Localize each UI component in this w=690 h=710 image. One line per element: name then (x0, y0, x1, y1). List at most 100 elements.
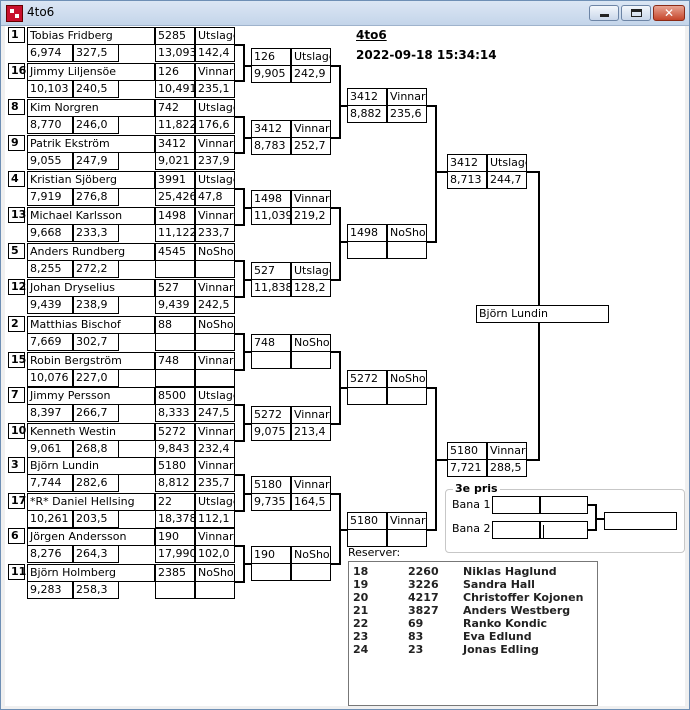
round3-value-b[interactable]: 128,2 (291, 279, 331, 297)
player-value-b[interactable]: 240,5 (73, 80, 119, 98)
player-value-b[interactable]: 276,8 (73, 188, 119, 206)
round3-id[interactable]: 1498 (251, 190, 291, 208)
entry-value-b[interactable] (195, 260, 235, 278)
round3-value-a[interactable] (251, 563, 291, 581)
player-value-a[interactable]: 10,103 (27, 80, 73, 98)
round3-value-b[interactable]: 252,7 (291, 137, 331, 155)
player-value-b[interactable]: 266,7 (73, 404, 119, 422)
round3-id[interactable]: 5180 (251, 476, 291, 494)
player-value-b[interactable]: 238,9 (73, 296, 119, 314)
round4-status[interactable]: NoShow (387, 224, 427, 242)
entry-status[interactable]: NoShow (195, 243, 235, 261)
player-value-b[interactable]: 246,0 (73, 116, 119, 134)
round3-id[interactable]: 3412 (251, 120, 291, 138)
entry-value-a[interactable]: 9,439 (155, 296, 195, 314)
close-button[interactable]: ✕ (653, 5, 685, 21)
round3-status[interactable]: Vinnare (291, 406, 331, 424)
round3-value-b[interactable] (291, 351, 331, 369)
round4-value-b[interactable] (387, 241, 427, 259)
player-value-a[interactable]: 9,283 (27, 581, 73, 599)
round5-status[interactable]: Utslagen (487, 154, 527, 172)
entry-status[interactable]: Vinnare (195, 135, 235, 153)
player-value-a[interactable]: 9,439 (27, 296, 73, 314)
player-name[interactable]: Kristian Sjöberg (27, 171, 155, 189)
round4-value-b[interactable]: 235,6 (387, 105, 427, 123)
entry-value-a[interactable]: 11,822 (155, 116, 195, 134)
player-value-b[interactable]: 327,5 (73, 44, 119, 62)
minimize-button[interactable] (589, 5, 619, 21)
entry-value-a[interactable] (155, 581, 195, 599)
entry-value-b[interactable]: 142,4 (195, 44, 235, 62)
player-value-b[interactable]: 203,5 (73, 510, 119, 528)
entry-value-b[interactable]: 242,5 (195, 296, 235, 314)
player-name[interactable]: Jimmy Persson (27, 387, 155, 405)
round4-id[interactable]: 5180 (347, 512, 387, 530)
player-value-a[interactable]: 7,669 (27, 333, 73, 351)
round3-value-b[interactable]: 242,9 (291, 65, 331, 83)
player-value-a[interactable]: 8,770 (27, 116, 73, 134)
third-place-result[interactable] (604, 512, 677, 530)
round4-status[interactable]: Vinnare (387, 512, 427, 530)
final-winner[interactable]: Björn Lundin (476, 305, 609, 323)
player-value-b[interactable]: 233,3 (73, 224, 119, 242)
round3-value-b[interactable]: 164,5 (291, 493, 331, 511)
entry-id[interactable]: 22 (155, 493, 195, 511)
entry-value-a[interactable] (155, 333, 195, 351)
entry-value-a[interactable]: 17,990 (155, 545, 195, 563)
player-value-a[interactable]: 9,061 (27, 440, 73, 458)
entry-id[interactable]: 5285 (155, 27, 195, 45)
round5-status[interactable]: Vinnare (487, 442, 527, 460)
round4-value-b[interactable] (387, 387, 427, 405)
entry-value-b[interactable]: 112,1 (195, 510, 235, 528)
entry-id[interactable]: 5272 (155, 423, 195, 441)
round4-status[interactable]: Vinnare (387, 88, 427, 106)
entry-value-b[interactable]: 176,6 (195, 116, 235, 134)
entry-value-a[interactable] (155, 260, 195, 278)
entry-id[interactable]: 88 (155, 316, 195, 334)
title-bar[interactable]: 4to6 ✕ (1, 1, 689, 26)
entry-id[interactable]: 2385 (155, 564, 195, 582)
round3-id[interactable]: 748 (251, 334, 291, 352)
round3-value-a[interactable]: 8,783 (251, 137, 291, 155)
player-name[interactable]: Patrik Ekström (27, 135, 155, 153)
entry-value-a[interactable]: 10,491 (155, 80, 195, 98)
entry-value-a[interactable]: 9,021 (155, 152, 195, 170)
entry-status[interactable]: Utslagen (195, 493, 235, 511)
entry-status[interactable]: NoShow (195, 564, 235, 582)
player-name[interactable]: Jimmy Liljensöe (27, 63, 155, 81)
entry-id[interactable]: 8500 (155, 387, 195, 405)
round3-status[interactable]: NoShow (291, 334, 331, 352)
player-name[interactable]: Robin Bergström (27, 352, 155, 370)
round3-value-a[interactable]: 11,838 (251, 279, 291, 297)
player-name[interactable]: Michael Karlsson (27, 207, 155, 225)
entry-id[interactable]: 3991 (155, 171, 195, 189)
player-name[interactable]: Matthias Bischof (27, 316, 155, 334)
entry-status[interactable]: Vinnare (195, 63, 235, 81)
round3-id[interactable]: 126 (251, 48, 291, 66)
player-name[interactable]: Anders Rundberg (27, 243, 155, 261)
round3-value-a[interactable] (251, 351, 291, 369)
entry-id[interactable]: 742 (155, 99, 195, 117)
entry-status[interactable]: Vinnare (195, 279, 235, 297)
round5-value-b[interactable]: 288,5 (487, 459, 527, 477)
player-name[interactable]: Johan Dryselius (27, 279, 155, 297)
entry-id[interactable]: 3412 (155, 135, 195, 153)
player-value-b[interactable]: 302,7 (73, 333, 119, 351)
round4-value-a[interactable] (347, 387, 387, 405)
round4-value-a[interactable] (347, 241, 387, 259)
entry-value-b[interactable] (195, 333, 235, 351)
lane1-field-a[interactable] (492, 496, 540, 514)
entry-value-b[interactable]: 232,4 (195, 440, 235, 458)
entry-value-b[interactable] (195, 581, 235, 599)
round3-status[interactable]: NoShow (291, 546, 331, 564)
entry-value-b[interactable] (195, 369, 235, 387)
entry-status[interactable]: Vinnare (195, 352, 235, 370)
entry-id[interactable]: 748 (155, 352, 195, 370)
player-value-b[interactable]: 247,9 (73, 152, 119, 170)
player-value-b[interactable]: 268,8 (73, 440, 119, 458)
round3-status[interactable]: Vinnare (291, 476, 331, 494)
entry-value-a[interactable] (155, 369, 195, 387)
maximize-button[interactable] (621, 5, 651, 21)
player-value-b[interactable]: 264,3 (73, 545, 119, 563)
